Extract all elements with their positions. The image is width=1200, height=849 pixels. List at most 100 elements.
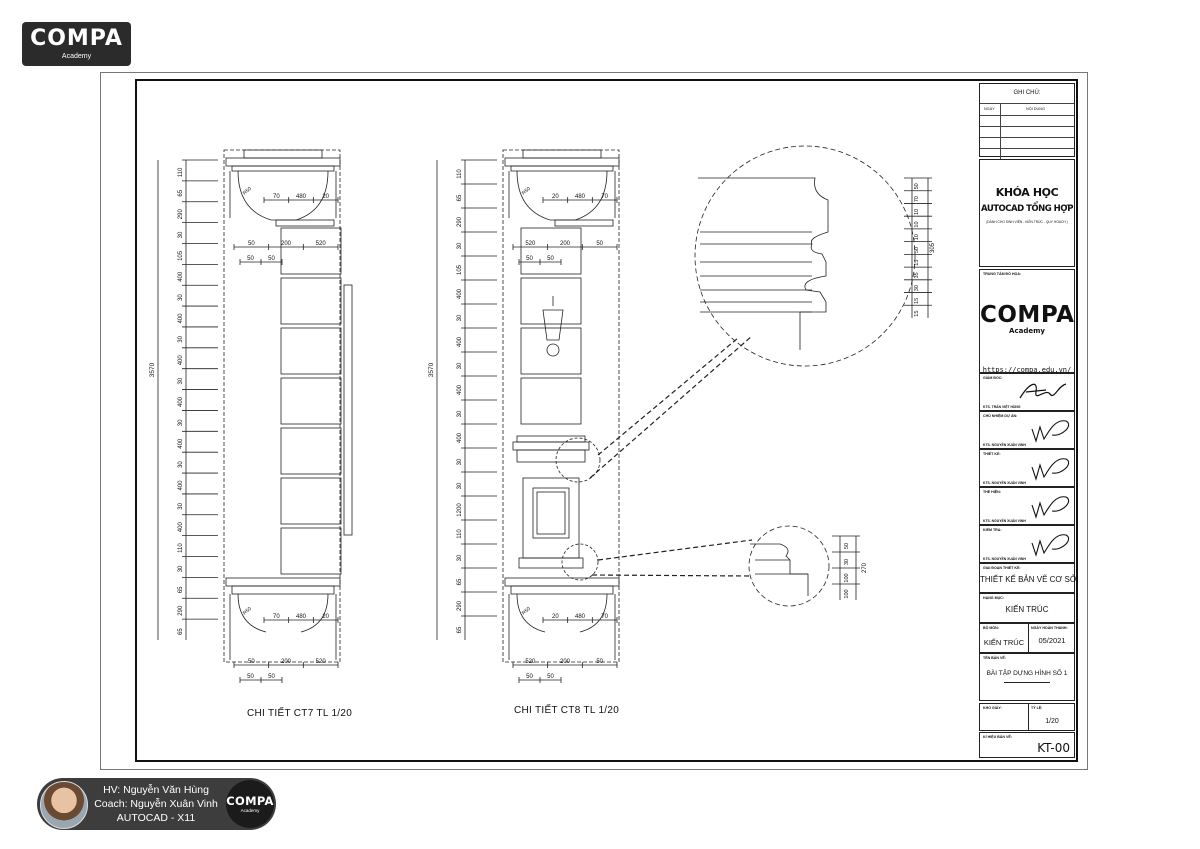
cornice-band [510,165,614,172]
badge-course: AUTOCAD - X11 [116,812,196,824]
total-height-label: 3570 [149,362,156,377]
pedestal-body [522,477,580,559]
dimension-label: 35 [914,272,920,278]
shaft-block [280,527,342,575]
dimension-label: 50 [596,241,603,247]
dimension-label: 70 [601,614,608,620]
director-name: KTS. TRẦN VIỆT HÙNG [983,405,1021,409]
dimension-label: 30 [457,242,463,249]
signature-icon [1031,458,1070,481]
leader-line [591,574,751,577]
shaft-block [520,277,582,325]
pedestal-band [516,449,586,463]
logo-sub: Academy [61,53,92,60]
radius-label: R50 [521,186,532,197]
dimension-label: 70 [273,614,280,620]
signature-row-name: KTS. NGUYỄN XUÂN VINH [983,557,1026,561]
cornice-band [225,157,341,167]
dimension-label: 400 [457,384,463,395]
avatar [40,781,88,829]
plinth [518,557,584,569]
dimension-label: 30 [457,458,463,465]
total-height-label: 3570 [428,362,435,377]
leader-line [597,337,739,456]
dimension-label: 400 [178,355,184,366]
dimension-label: 290 [457,600,463,611]
paper-label: KHỔ GIẤY: [983,706,1002,710]
signature-row-label: THIẾT KẾ: [983,452,1001,456]
dimension-label: 50 [268,674,275,680]
signature-row-name: KTS. NGUYỄN XUÂN VINH [983,481,1026,485]
signature-icon [1031,420,1070,443]
dimension-label: 30 [178,419,184,426]
caption-ct8: CHI TIẾT CT8 TL 1/20 [514,705,620,716]
base-band [225,577,341,587]
radius-label: R50 [521,606,532,617]
dimension-label: 30 [178,377,184,384]
base-profile [750,543,809,596]
dimension-label: 65 [457,194,463,201]
detail-total-label: 305 [930,242,936,253]
dimension-label: 480 [296,614,307,620]
cornice-top [243,149,323,159]
category-value: KIẾN TRÚC [1005,605,1049,614]
side-rail [343,284,353,536]
dimension-label: 290 [178,605,184,616]
dimension-label: 110 [457,169,463,179]
shaft-block [520,377,582,425]
dimension-label: 30 [178,502,184,509]
badge-logo-sub: Academy [240,808,260,813]
director-row: GIÁM ĐỐC: KTS. TRẦN VIỆT HÙNG [979,373,1075,411]
dimension-label: 400 [178,396,184,407]
dimension-label: 50 [248,241,255,247]
base-band [504,577,620,587]
student-badge: HV: Nguyễn Văn Hùng Coach: Nguyễn Xuân V… [37,778,276,830]
scale-value: 1/20 [1045,718,1059,725]
center-logo-sub: Academy [1009,327,1045,335]
dimension-label: 200 [281,241,292,247]
dimension-label: 520 [316,659,327,665]
detail-circle-bottom [748,525,830,607]
dimension-label: 400 [457,432,463,443]
dimension-label: 70 [914,196,920,202]
dimension-label: 15 [914,311,920,317]
dimension-label: 65 [457,578,463,585]
lantern-body [542,296,564,341]
dimension-label: 30 [914,285,920,291]
center-logo: COMPA [980,302,1075,328]
dimension-label: 65 [178,586,184,593]
notes-col-content: NỘI DUNG [1026,107,1045,111]
dimension-label: 20 [552,194,559,200]
base-band [231,585,335,595]
cornice-curve [516,170,608,221]
dimension-label: 50 [247,674,254,680]
signature-icon [1031,534,1070,557]
dimension-label: 400 [178,438,184,449]
dimension-label: 480 [575,614,586,620]
dimension-label: 20 [322,614,329,620]
dimension-label: 10 [914,221,920,227]
dimension-label: 30 [178,335,184,342]
dimension-label: 400 [457,288,463,299]
dimension-label: 200 [281,659,292,665]
logo-word: COMPA [30,26,123,51]
dimension-label: 105 [178,250,184,261]
course-cell: KHÓA HỌC AUTOCAD TỔNG HỢP (DÀNH CHO SINH… [979,159,1075,267]
column-ct8: 3570110652903010540030400304003040030301… [428,149,620,683]
dimension-label: 50 [248,659,255,665]
shaft-block [280,327,342,375]
pedestal-panel [532,487,570,539]
course-line1: KHÓA HỌC [995,186,1059,199]
dimension-label: 110 [178,543,184,553]
notes-title: GHI CHÚ: [1013,90,1041,96]
dimension-label: 200 [560,241,571,247]
cornice-curve [237,170,329,221]
detail-marker-top [555,437,601,483]
dimension-label: 15 [914,298,920,304]
phase-cell: GIAI ĐOẠN THIẾT KẾ: THIẾT KẾ BẢN VẼ CƠ S… [979,563,1077,593]
sheet-cell: KÍ HIỆU BẢN VẼ: KT-00 [979,732,1075,758]
cornice-band [504,157,620,167]
phase-value: THIẾT KẾ BẢN VẼ CƠ SỞ [980,575,1077,584]
dept-label: BỘ MÔN: [983,626,999,630]
dimension-label: 30 [457,482,463,489]
